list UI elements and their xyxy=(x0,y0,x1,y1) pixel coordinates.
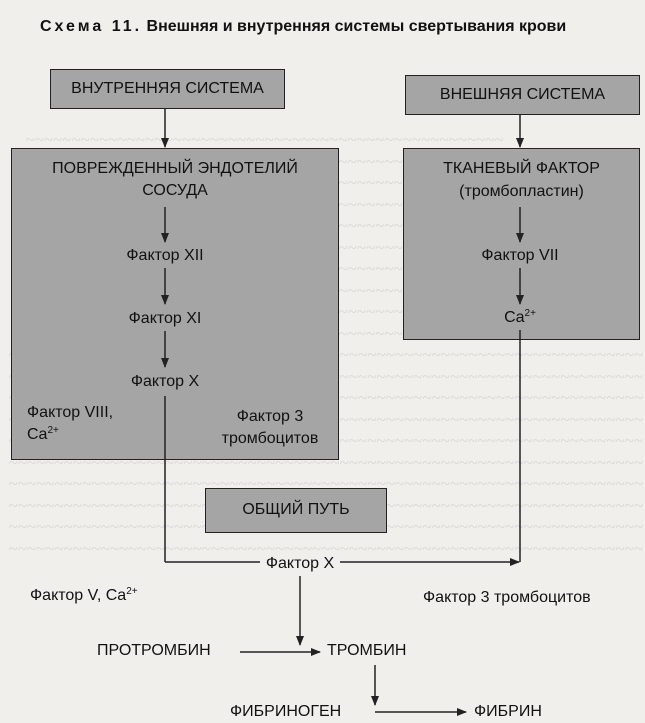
factor-xi-label: Фактор XI xyxy=(128,310,202,327)
factor-vii-label: Фактор VII xyxy=(481,247,559,264)
fibrin-label: ФИБРИН xyxy=(474,703,542,720)
prothrombin-label: ПРОТРОМБИН xyxy=(97,642,211,659)
factor-xii-label: Фактор XII xyxy=(126,247,204,264)
factor-x-label: Фактор X xyxy=(130,373,200,390)
fibrinogen-label: ФИБРИНОГЕН xyxy=(230,703,342,720)
intrinsic-system-box xyxy=(50,69,285,109)
thromboplastin-label: (тромбопластин) xyxy=(459,183,584,200)
factor-v-label: Фактор V, Ca2+ xyxy=(30,586,138,604)
diagram-title: Схема 11. Внешняя и внутренняя системы с… xyxy=(40,18,645,36)
factor-viii-ca-label: Ca2+ xyxy=(27,425,59,443)
extrinsic-system-label: ВНЕШНЯЯ СИСТЕМА xyxy=(439,86,606,103)
common-pathway-box xyxy=(205,488,387,533)
damaged-endothelium-box xyxy=(11,148,339,460)
title-text: Внешняя и внутренняя системы свертывания… xyxy=(146,18,567,35)
common-pathway-label: ОБЩИЙ ПУТЬ xyxy=(242,501,350,518)
extrinsic-system-box xyxy=(405,75,640,115)
factor-viii-label: Фактор VIII, xyxy=(27,404,114,421)
platelet-factor3-label-line2: тромбоцитов xyxy=(221,430,319,447)
tissue-factor-label: ТКАНЕВЫЙ ФАКТОР xyxy=(443,160,600,177)
common-factor-x-label: Фактор X xyxy=(260,555,340,573)
title-label: Схема 11. xyxy=(40,18,143,35)
extrinsic-ca-label: Ca2+ xyxy=(504,308,536,326)
thrombin-label: ТРОМБИН xyxy=(327,642,407,659)
common-platelet-factor3-label: Фактор 3 тромбоцитов xyxy=(423,589,591,606)
platelet-factor3-label-line1: Фактор 3 xyxy=(236,408,304,425)
tissue-factor-box xyxy=(403,148,640,340)
intrinsic-system-label: ВНУТРЕННЯЯ СИСТЕМА xyxy=(71,80,264,97)
endothelium-label-line2: СОСУДА xyxy=(142,182,208,199)
endothelium-label-line1: ПОВРЕЖДЕННЫЙ ЭНДОТЕЛИЙ xyxy=(52,160,298,177)
